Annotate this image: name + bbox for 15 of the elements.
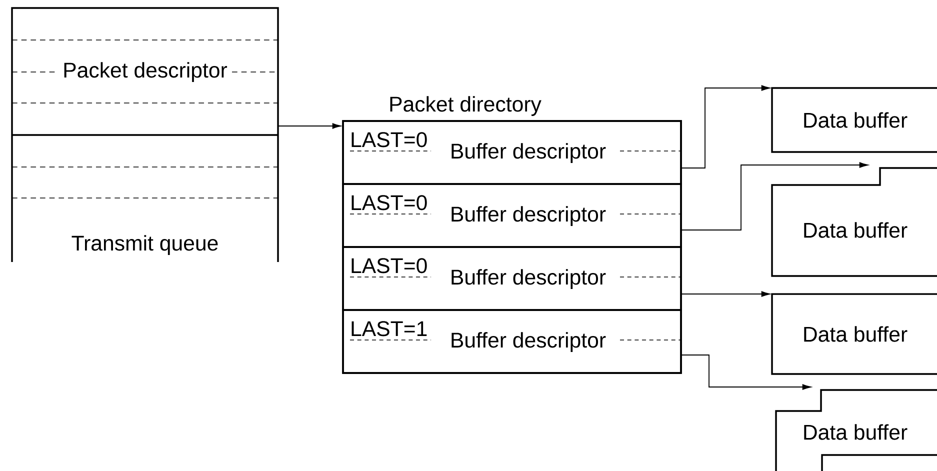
arrow [680, 354, 811, 390]
node-label: Packet directory [390, 96, 542, 116]
descriptor-row: LAST=0 Buffer descriptor [342, 246, 682, 311]
arrow [680, 291, 770, 297]
arrow [278, 123, 341, 129]
descriptor-row: LAST=0 Buffer descriptor [342, 183, 682, 248]
data-buffer: Data buffer [771, 167, 937, 277]
descriptor-row: LAST=0 Buffer descriptor [342, 120, 682, 185]
data-buffer: Data buffer [775, 389, 937, 471]
arrow [680, 85, 770, 168]
descriptor-row: LAST=1 Buffer descriptor [342, 309, 682, 374]
data-buffer: Data buffer [771, 87, 937, 153]
arrow [680, 162, 868, 230]
descriptor-band: Packet descriptor [12, 40, 278, 136]
data-buffer: Data buffer [771, 293, 937, 375]
